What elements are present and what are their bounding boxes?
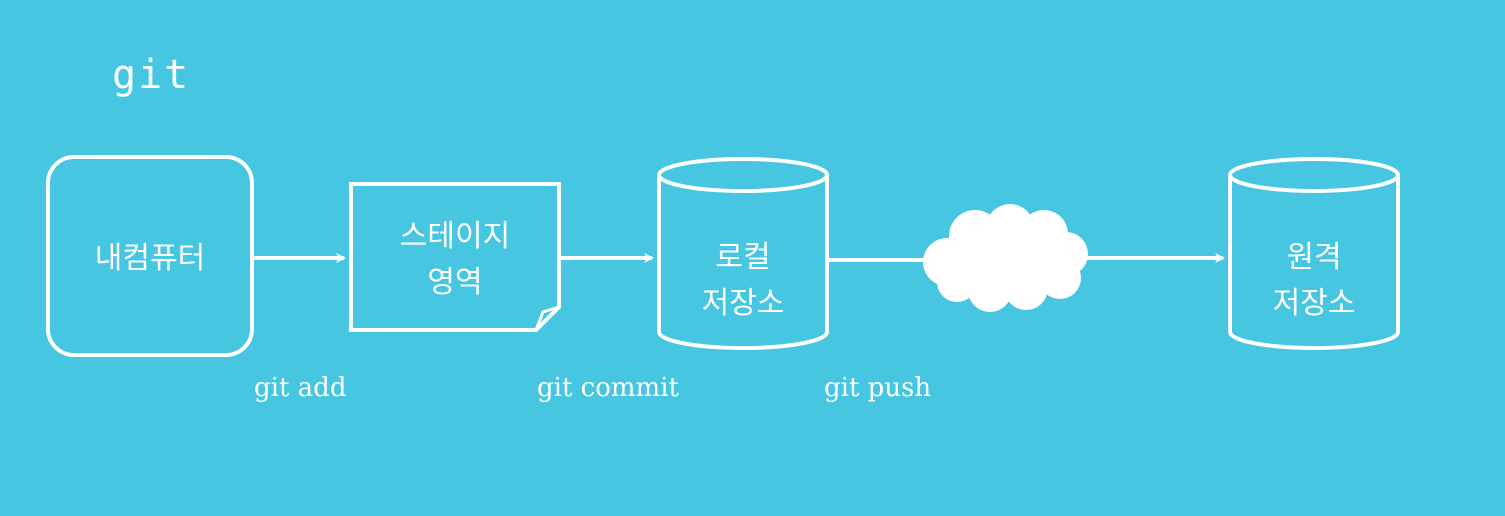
local-repo-label: 로컬 저장소 xyxy=(659,235,827,327)
staging-label-line2: 영역 xyxy=(427,265,483,300)
local-repo-label-line2: 저장소 xyxy=(701,286,785,321)
staging-document-fold xyxy=(534,305,560,331)
remote-repo-label-line2: 저장소 xyxy=(1272,286,1356,321)
remote-repo-label-line1: 원격 xyxy=(1286,240,1342,275)
diagram-title: git xyxy=(112,52,191,98)
staging-document xyxy=(349,182,561,332)
computer-box xyxy=(46,155,254,357)
remote-repo-cylinder xyxy=(1228,157,1400,350)
remote-repo-label: 원격 저장소 xyxy=(1230,235,1398,327)
staging-label-line1: 스테이지 xyxy=(399,219,511,254)
git-add-label: git add xyxy=(254,373,347,403)
local-repo-cylinder xyxy=(657,157,829,350)
local-repo-label-line1: 로컬 xyxy=(715,240,771,275)
git-push-label: git push xyxy=(824,373,932,403)
computer-label-text: 내컴퓨터 xyxy=(94,241,206,276)
computer-label: 내컴퓨터 xyxy=(48,236,252,282)
staging-label: 스테이지 영역 xyxy=(351,214,559,306)
git-commit-label: git commit xyxy=(537,373,679,403)
cloud-icon xyxy=(923,204,1088,312)
